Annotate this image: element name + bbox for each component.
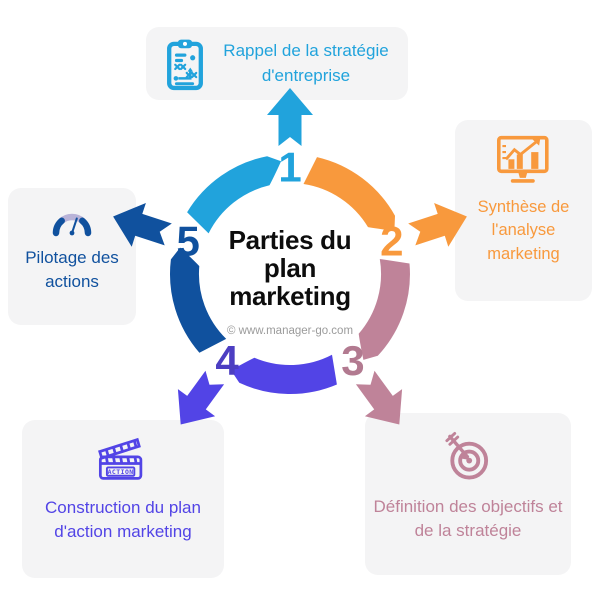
- step-label-4: Construction du plan d'action marketing: [45, 498, 201, 542]
- step-card-4: ACTION Construction du plan d'action mar…: [22, 420, 224, 578]
- step-card-1: Rappel de la stratégie d'entreprise: [146, 27, 408, 100]
- step-number-4: 4: [215, 337, 239, 384]
- step-number-2: 2: [380, 217, 403, 264]
- clapper-action-text: ACTION: [108, 468, 134, 476]
- step-card-5: Pilotage des actions: [8, 188, 136, 325]
- step-label-5: Pilotage des actions: [25, 248, 119, 292]
- target-dart-icon: [445, 431, 489, 480]
- cycle-arc-2: [303, 157, 395, 231]
- step-card-3: Définition des objectifs et de la straté…: [365, 413, 571, 575]
- step-card-2: Synthèse de l'analyse marketing: [455, 120, 592, 301]
- step-label-1: Rappel de la stratégie d'entreprise: [223, 41, 389, 85]
- clipboard-strategy-icon: [167, 39, 203, 90]
- diagram-title: Parties du plan marketing: [228, 225, 352, 312]
- step-number-1: 1: [278, 144, 301, 191]
- step-number-3: 3: [341, 337, 364, 384]
- step-label-3: Définition des objectifs et de la straté…: [373, 497, 563, 541]
- clapperboard-action-icon: ACTION: [98, 437, 143, 480]
- step-number-5: 5: [177, 217, 200, 264]
- cycle-arc-4: [231, 354, 337, 395]
- cycle-arc-1: [187, 156, 282, 234]
- step-label-2: Synthèse de l'analyse marketing: [477, 198, 570, 263]
- credit-text: © www.manager-go.com: [226, 325, 354, 337]
- gauge-icon: [52, 213, 92, 237]
- chart-monitor-icon: [496, 135, 549, 183]
- outward-arrow-4: [177, 370, 225, 425]
